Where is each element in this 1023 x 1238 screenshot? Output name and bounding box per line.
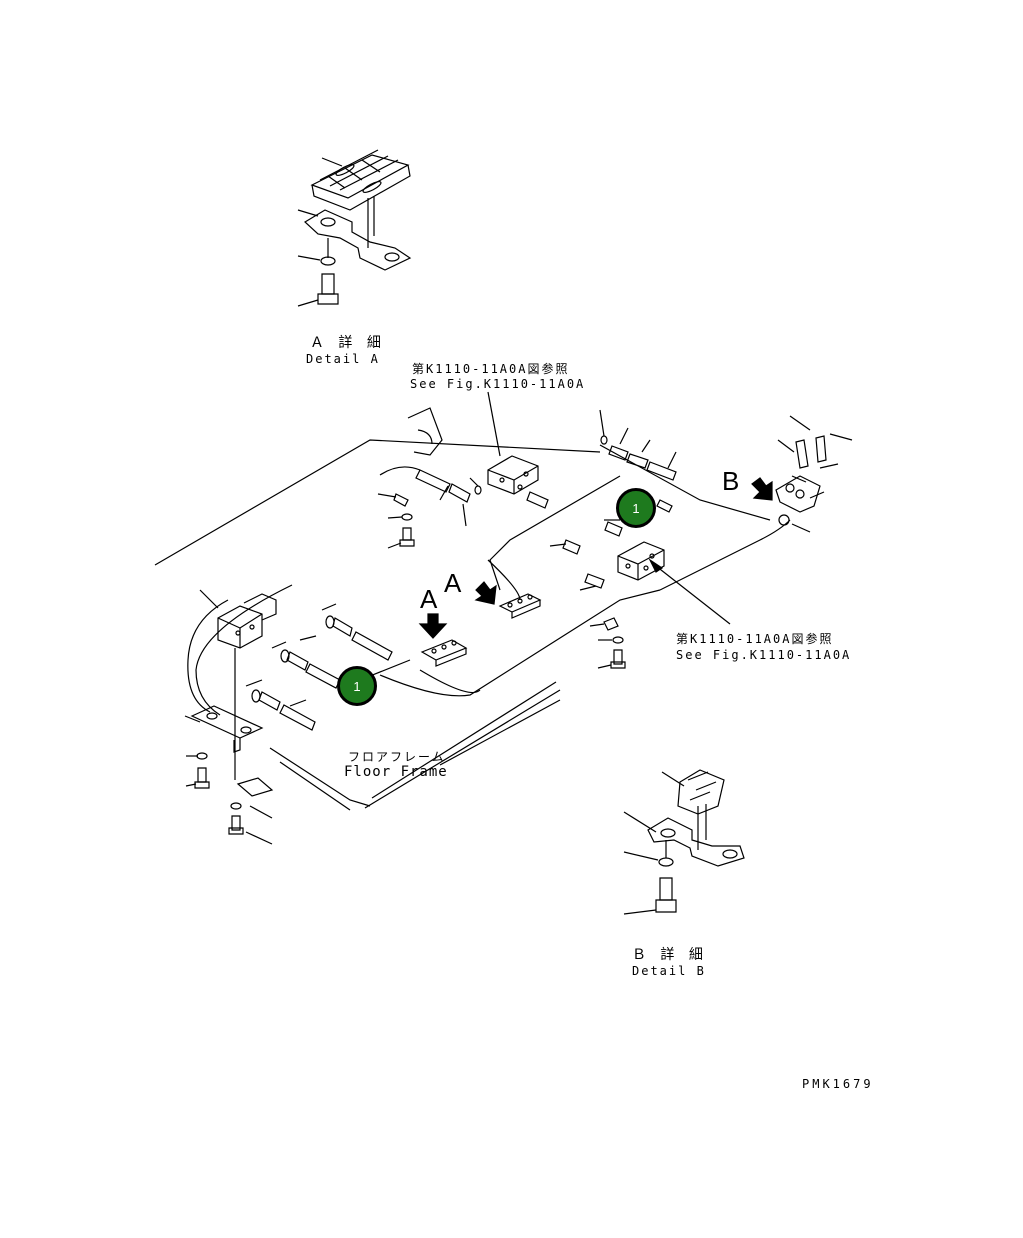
view-label-a-lower: A <box>420 584 438 614</box>
drawing-code: PMK1679 <box>802 1077 874 1091</box>
detail-b-title-jp: Ｂ 詳 細 <box>632 947 706 963</box>
view-arrow-b <box>752 478 772 500</box>
top-center-valve-block <box>378 392 548 548</box>
ref-right-en: See Fig.K1110-11A0A <box>676 648 852 662</box>
top-right-fittings <box>600 410 676 512</box>
view-arrow-a-diag <box>476 582 496 604</box>
callout-1-left[interactable]: 1 <box>337 666 377 706</box>
view-label-a-upper: A <box>444 568 462 598</box>
ref-top-en: See Fig.K1110-11A0A <box>410 377 586 391</box>
callout-1-right[interactable]: 1 <box>616 488 656 528</box>
floor-frame-en: Floor Frame <box>344 764 448 780</box>
view-arrow-a-down <box>420 614 446 638</box>
view-label-b: B <box>722 466 740 496</box>
floor-frame-jp: フロアフレーム <box>348 750 446 764</box>
detail-b-location <box>776 416 852 532</box>
ref-right-jp: 第K1110-11A0A図参照 <box>676 632 834 646</box>
hydraulic-hose-routes <box>188 445 790 715</box>
clamp-a-upper <box>500 594 540 618</box>
ref-top-jp: 第K1110-11A0A図参照 <box>412 362 570 376</box>
detail-b-title-en: Detail B <box>632 964 706 978</box>
detail-a-title-jp: Ａ 詳 細 <box>310 335 384 351</box>
detail-a-illustration <box>298 150 410 306</box>
detail-a-title-en: Detail A <box>306 352 380 366</box>
right-valve-block <box>550 520 730 668</box>
floor-frame-outline <box>155 408 600 810</box>
detail-b-illustration <box>624 770 744 914</box>
clamp-a-lower <box>422 640 466 666</box>
left-valve-block <box>185 590 392 844</box>
